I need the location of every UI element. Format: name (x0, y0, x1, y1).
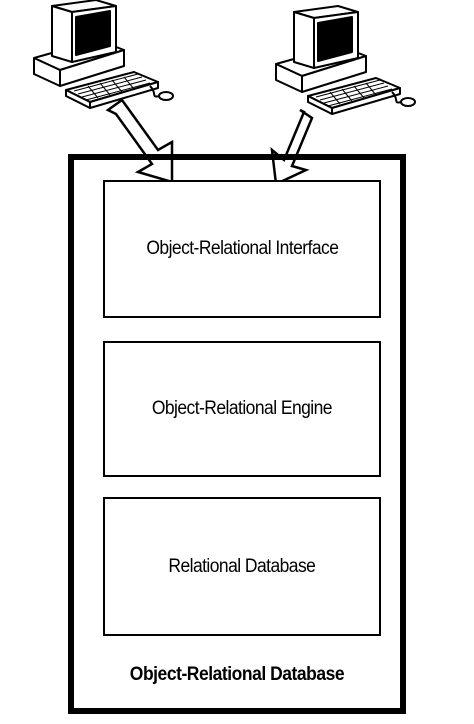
object-relational-engine-layer: Object-Relational Engine (103, 341, 381, 477)
object-relational-interface-layer: Object-Relational Interface (103, 180, 381, 318)
layer-label: Object-Relational Interface (145, 238, 339, 259)
left-computer-icon (33, 0, 174, 109)
layer-label: Relational Database (168, 555, 316, 577)
container-caption: Object-Relational Database (129, 664, 345, 685)
relational-database-layer: Relational Database (103, 497, 381, 636)
object-relational-database-container (68, 154, 406, 714)
layer-label: Object-Relational Engine (151, 398, 333, 419)
right-computer-icon (275, 5, 416, 115)
